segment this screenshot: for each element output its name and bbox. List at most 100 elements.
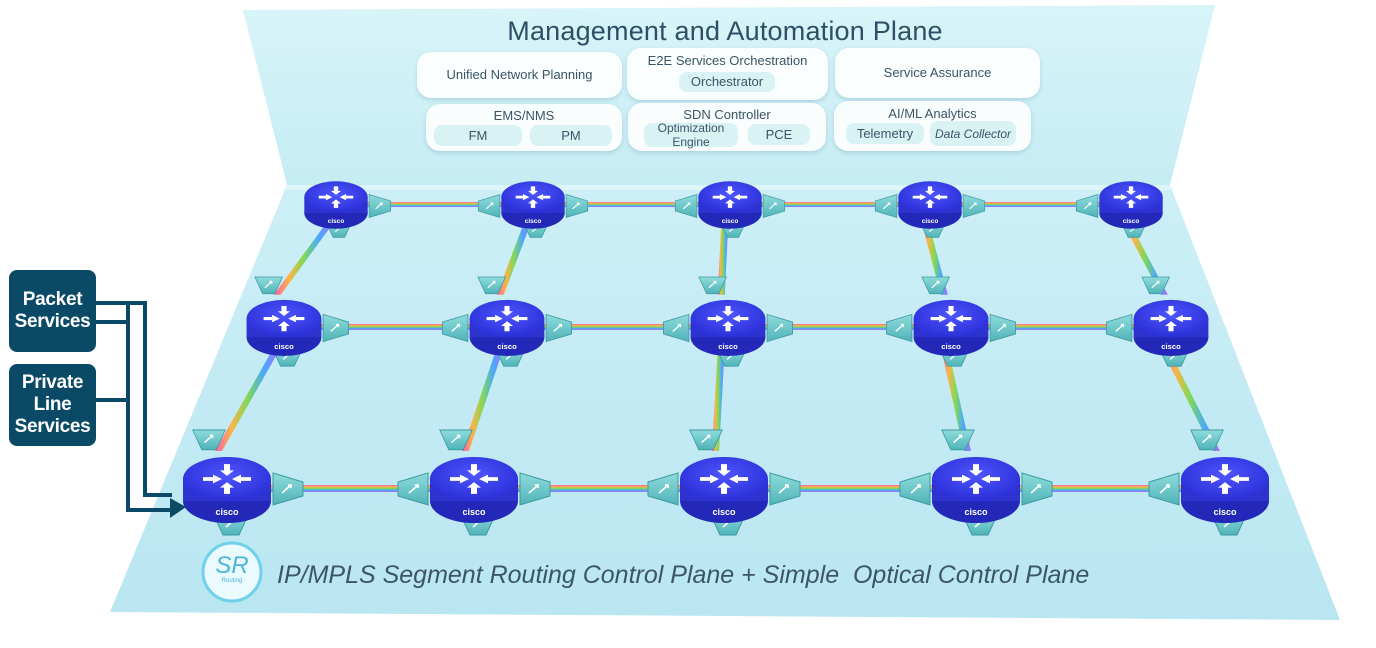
optical-amplifier-icon — [441, 313, 469, 343]
router-icon: cisco — [246, 299, 322, 356]
optical-amplifier-icon — [477, 193, 501, 219]
optical-amplifier-icon — [674, 193, 698, 219]
fiber-link-vertical — [712, 347, 725, 451]
router-icon: cisco — [698, 181, 762, 229]
router-brand-label: cisco — [1123, 218, 1140, 225]
router-icon: cisco — [1099, 181, 1163, 229]
pill-optimization-engine: Optimization Engine — [644, 121, 738, 149]
sr-badge-logo: SR — [215, 552, 249, 579]
optical-amplifier-icon — [519, 472, 551, 506]
router-icon: cisco — [183, 457, 271, 523]
fiber-link-vertical — [1122, 221, 1168, 295]
card-title: SDN Controller — [683, 107, 771, 122]
optical-amplifier-icon — [272, 472, 304, 506]
optical-amplifier-icon — [698, 276, 728, 295]
optical-amplifier-icon — [1105, 313, 1133, 343]
router-icon: cisco — [304, 181, 368, 229]
optical-amplifier-icon — [769, 472, 801, 506]
optical-amplifier-icon — [439, 429, 473, 451]
optical-amplifier-icon — [899, 472, 931, 506]
fiber-link-horizontal — [541, 324, 694, 330]
fiber-link-vertical — [1160, 347, 1220, 451]
pill-pce: PCE — [748, 124, 810, 145]
fiber-link-horizontal — [958, 202, 1103, 208]
fiber-link-vertical — [717, 221, 729, 295]
fiber-links — [215, 202, 1220, 492]
optical-amplifier-icon — [766, 313, 794, 343]
card-unified-network-planning: Unified Network Planning — [417, 52, 622, 98]
pill-orchestrator: Orchestrator — [679, 72, 775, 92]
private-line-services-box: Private Line Services — [9, 364, 96, 446]
card-title: Service Assurance — [883, 65, 992, 80]
router-brand-label: cisco — [712, 507, 736, 517]
card-title: AI/ML Analytics — [888, 106, 977, 121]
router-icon: cisco — [913, 299, 989, 356]
optical-amplifier-icon — [962, 193, 986, 219]
router-brand-label: cisco — [462, 507, 486, 517]
optical-amplifier-icon — [762, 193, 786, 219]
optical-amplifier-icon — [1141, 276, 1171, 295]
optical-amplifier-icon — [397, 472, 429, 506]
optical-amplifier-icon — [254, 276, 284, 295]
fiber-link-horizontal — [267, 485, 434, 492]
packet-services-box: Packet Services — [9, 270, 96, 352]
router-icon: cisco — [898, 181, 962, 229]
optical-amplifier-icon — [874, 193, 898, 219]
card-title: E2E Services Orchestration — [647, 53, 808, 68]
router-brand-label: cisco — [497, 342, 517, 351]
fiber-link-horizontal — [764, 485, 936, 492]
management-plane-title: Management and Automation Plane — [507, 16, 943, 46]
card-title: Unified Network Planning — [446, 67, 593, 82]
fiber-link-horizontal — [758, 202, 902, 208]
optical-amplifier-icon — [941, 429, 975, 451]
optical-amplifier-icon — [885, 313, 913, 343]
optical-amplifier-icon — [322, 313, 350, 343]
router-brand-label: cisco — [1213, 507, 1237, 517]
optical-amplifier-icon — [1190, 429, 1224, 451]
router-brand-label: cisco — [718, 342, 738, 351]
fiber-link-horizontal — [514, 485, 684, 492]
arrow-head-icon — [170, 498, 186, 518]
fiber-link-vertical — [921, 221, 948, 295]
optical-amplifier-icon — [989, 313, 1017, 343]
card-title: EMS/NMS — [493, 108, 555, 123]
router-icon: cisco — [690, 299, 766, 356]
router-brand-label: cisco — [922, 218, 939, 225]
router-icon: cisco — [1133, 299, 1209, 356]
optical-amplifier-icon — [662, 313, 690, 343]
optical-amplifier-icon — [1148, 472, 1180, 506]
optical-amplifier-icon — [565, 193, 589, 219]
card-e2e-services-orchestration: E2E Services Orchestration Orchestrator — [627, 48, 828, 100]
router-icon: cisco — [430, 457, 518, 523]
optical-amplifier-icon — [921, 276, 951, 295]
fiber-link-horizontal — [1016, 485, 1185, 492]
pill-fm: FM — [434, 125, 522, 146]
fiber-link-vertical — [215, 347, 281, 451]
router-brand-label: cisco — [525, 218, 542, 225]
router-brand-label: cisco — [215, 507, 239, 517]
optical-amplifier-icon — [192, 429, 226, 451]
pill-telemetry: Telemetry — [846, 123, 924, 144]
card-ems-nms: EMS/NMS FM PM — [426, 104, 622, 151]
router-icon: cisco — [680, 457, 768, 523]
router-brand-label: cisco — [964, 507, 988, 517]
optical-amplifier-icon — [1075, 193, 1099, 219]
fiber-link-vertical — [462, 347, 504, 451]
router-icon: cisco — [1181, 457, 1269, 523]
pill-pm: PM — [530, 125, 612, 146]
router-brand-label: cisco — [328, 218, 345, 225]
pill-data-collector: Data Collector — [930, 121, 1016, 146]
sr-badge-sublabel: Routing — [221, 578, 243, 584]
optical-amplifier-icon — [689, 429, 723, 451]
fiber-link-horizontal — [364, 202, 505, 208]
router-icon: cisco — [932, 457, 1020, 523]
router-brand-label: cisco — [722, 218, 739, 225]
sr-badge-ring — [201, 541, 263, 603]
router-brand-label: cisco — [941, 342, 961, 351]
optical-amplifier-icon — [545, 313, 573, 343]
control-plane-caption: IP/MPLS Segment Routing Control Plane + … — [277, 561, 1090, 589]
optical-amplifier-icon — [477, 276, 507, 295]
fiber-link-vertical — [496, 221, 532, 295]
optical-amplifier-icon — [1021, 472, 1053, 506]
optical-amplifier-icon — [647, 472, 679, 506]
